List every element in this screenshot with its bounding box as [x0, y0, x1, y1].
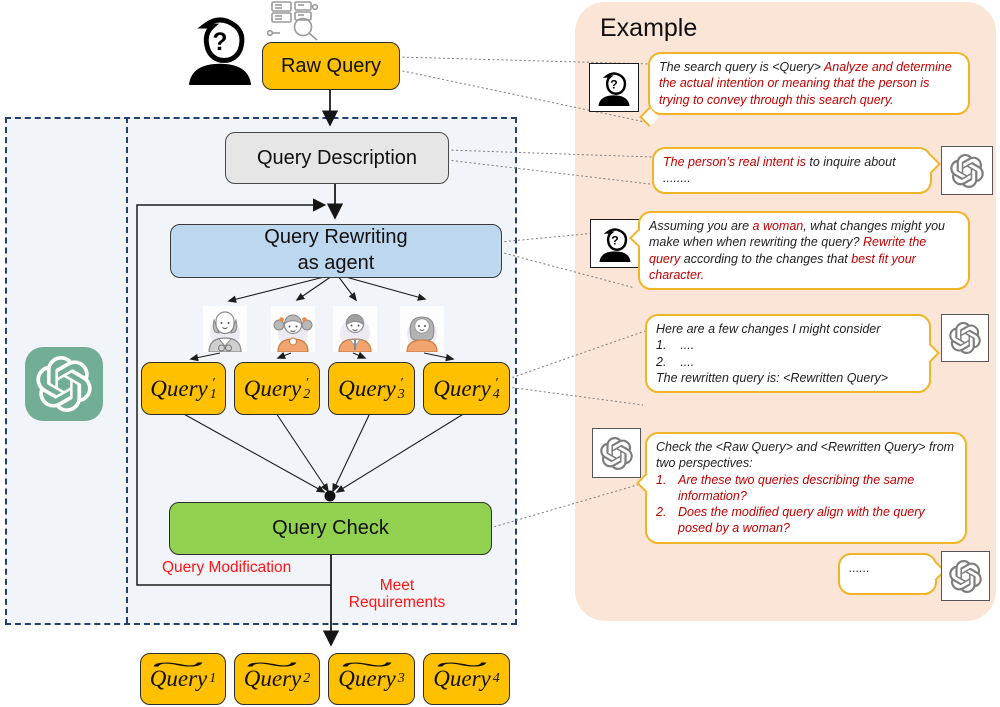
query-description-box: Query Description — [225, 132, 449, 184]
raw-query-box: Raw Query — [262, 42, 400, 90]
response-bubble-intent: The person’s real intent is to inquire a… — [652, 147, 941, 194]
query-check-box: Query Check — [169, 502, 492, 555]
rewritten-query-label-3: Query — [338, 375, 396, 401]
pipeline-divider-line — [126, 117, 128, 623]
rewritten-query-box-2: Query′2 — [234, 362, 320, 415]
rewritten-query-box-1: Query′1 — [141, 362, 226, 415]
gpt-icon-box-4 — [941, 551, 990, 601]
ellipsis-bubble: ...... — [838, 553, 946, 595]
example-title: Example — [600, 14, 698, 42]
query-rewriting-label-2: as agent — [297, 252, 375, 274]
output-query-label-2: Query — [243, 666, 302, 691]
prompt-bubble-rewrite: Assuming you are a woman, what changes m… — [629, 211, 970, 290]
user-icon-box-1 — [589, 63, 639, 112]
output-query-label-3: Query — [338, 666, 396, 691]
elderly-man-avatar — [203, 306, 247, 352]
check-item-2: 2. Does the modified query align with th… — [656, 505, 925, 536]
gpt-icon-box-1 — [941, 146, 993, 195]
user-question-icon — [596, 70, 632, 106]
openai-logo-icon — [949, 322, 981, 354]
check-item-1: 1. Are these two queries describing the … — [656, 472, 915, 503]
user-question-icon — [184, 13, 256, 85]
rewritten-query-label-2: Query — [243, 375, 302, 401]
rewritten-query-box-3: Query′3 — [328, 362, 415, 415]
young-girl-avatar — [271, 306, 315, 352]
openai-logo-icon — [600, 437, 633, 470]
openai-logo-tile — [25, 347, 103, 421]
query-description-label: Query Description — [256, 146, 418, 169]
rewritten-query-box-4: Query′4 — [423, 362, 510, 415]
openai-logo-icon — [949, 560, 982, 593]
rewritten-query-label-4: Query — [433, 375, 491, 401]
adult-woman-avatar — [400, 306, 444, 352]
openai-logo-icon — [950, 154, 984, 188]
young-man-avatar — [333, 306, 377, 352]
output-query-label-4: Query — [433, 666, 491, 691]
gpt-icon-box-2 — [941, 314, 989, 362]
query-rewriting-label-1: Query Rewriting — [264, 226, 408, 249]
output-query-label-1: Query — [149, 666, 208, 691]
user-question-icon — [597, 226, 633, 262]
prompt-bubble-intent: The search query is <Query> Analyze and … — [639, 52, 970, 127]
rewritten-query-label-1: Query — [150, 375, 208, 401]
database-search-icon — [266, 1, 319, 41]
raw-query-label: Raw Query — [280, 54, 382, 77]
query-check-label: Query Check — [272, 517, 389, 539]
gpt-icon-box-3 — [592, 428, 641, 478]
query-modification-label: Query Modification — [162, 559, 292, 576]
openai-logo-icon — [36, 356, 92, 412]
user-icon-box-2 — [590, 219, 640, 268]
check-bubble: Check the <Raw Query> and <Rewritten Que… — [636, 432, 967, 544]
query-rewriting-box: Query Rewriting as agent — [170, 224, 502, 278]
